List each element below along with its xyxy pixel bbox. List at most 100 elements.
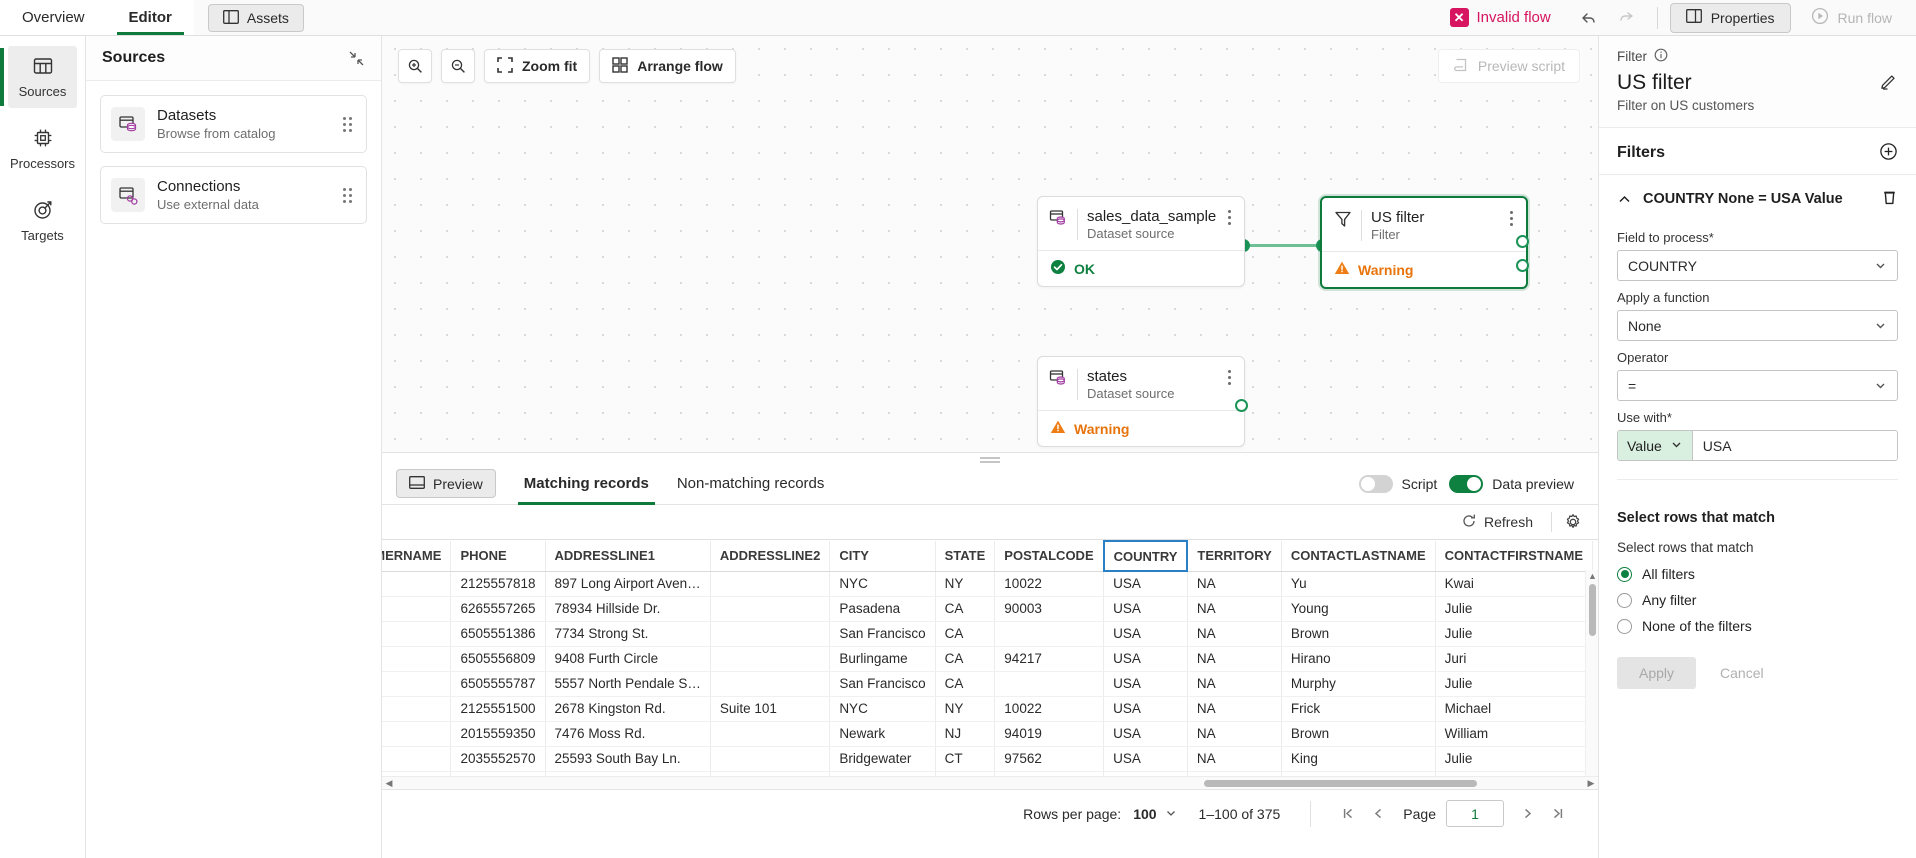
cancel-button[interactable]: Cancel (1706, 657, 1778, 689)
states-output-port[interactable] (1235, 399, 1248, 412)
rows-per-page-select[interactable]: 100 (1133, 806, 1176, 822)
scroll-track[interactable] (396, 777, 1584, 790)
use-with-value-input[interactable] (1692, 431, 1897, 460)
properties-button[interactable]: Properties (1669, 2, 1791, 33)
run-flow-button[interactable]: Run flow (1797, 3, 1906, 33)
script-toggle[interactable]: Script (1358, 474, 1438, 493)
node-menu-icon[interactable] (1507, 209, 1516, 228)
previous-page-button[interactable] (1363, 799, 1393, 829)
column-header-territory[interactable]: TERRITORY (1187, 541, 1282, 572)
run-flow-label: Run flow (1837, 9, 1892, 26)
scroll-right-arrow[interactable]: ▶ (1587, 777, 1595, 788)
use-with-mode-select[interactable]: Value (1618, 431, 1693, 460)
filter-output-port-nonmatch[interactable] (1516, 259, 1529, 272)
redo-button[interactable] (1611, 3, 1645, 33)
radio-indicator[interactable] (1617, 592, 1632, 608)
invalid-flow-status[interactable]: ✕ Invalid flow (1436, 8, 1565, 27)
zoom-out-button[interactable] (441, 49, 475, 83)
flow-node-states[interactable]: states Dataset source Warning (1037, 356, 1245, 447)
cell-contactlastname: Murphy (1281, 671, 1436, 697)
source-card-connections[interactable]: Connections Use external data (100, 166, 367, 224)
column-header-postalcode[interactable]: POSTALCODE (994, 541, 1105, 572)
horizontal-scroll-thumb[interactable] (1203, 779, 1478, 787)
column-header-state[interactable]: STATE (935, 541, 996, 572)
filter-output-port-match[interactable] (1516, 235, 1529, 248)
node-menu-icon[interactable] (1225, 368, 1234, 387)
add-filter-icon[interactable] (1879, 142, 1898, 164)
source-card-menu-icon[interactable] (343, 116, 356, 132)
node-menu-icon[interactable] (1225, 208, 1234, 227)
column-header-country[interactable]: COUNTRY (1102, 540, 1189, 572)
rail-item-processors[interactable]: Processors (8, 118, 77, 180)
assets-button[interactable]: Assets (207, 4, 304, 32)
source-card-datasets[interactable]: Datasets Browse from catalog (100, 95, 367, 153)
preview-script-button[interactable]: Preview script (1437, 49, 1580, 83)
column-header-phone[interactable]: PHONE (450, 541, 546, 572)
column-header-contactfirstname[interactable]: CONTACTFIRSTNAME (1435, 541, 1594, 572)
column-header-addressline2[interactable]: ADDRESSLINE2 (710, 541, 831, 572)
arrange-flow-button[interactable]: Arrange flow (599, 49, 736, 83)
flow-canvas[interactable]: Zoom fit Arrange flow Preview script (382, 36, 1598, 453)
radio-any-filter[interactable]: Any filter (1599, 587, 1916, 613)
column-header-contactlastname[interactable]: CONTACTLASTNAME (1281, 541, 1436, 572)
column-header-dealsize[interactable]: DEALSIZE (1592, 541, 1598, 572)
tab-non-matching-records[interactable]: Non-matching records (663, 463, 839, 505)
table-horizontal-scrollbar[interactable]: ◀ ▶ (382, 776, 1598, 789)
last-page-button[interactable] (1542, 799, 1572, 829)
data-preview-toggle-switch[interactable] (1449, 474, 1484, 493)
vertical-scroll-thumb[interactable] (1589, 584, 1596, 636)
table-row[interactable]: om626555726578934 Hillside Dr.PasadenaCA… (382, 596, 1598, 622)
tab-overview[interactable]: Overview (0, 0, 107, 35)
undo-button[interactable] (1571, 3, 1605, 33)
rail-item-targets[interactable]: Targets (8, 190, 77, 252)
column-header-addressline1[interactable]: ADDRESSLINE1 (545, 541, 711, 572)
radio-none-of-the-filters[interactable]: None of the filters (1599, 613, 1916, 639)
data-table-container[interactable]: CUSTOMERNAMEPHONEADDRESSLINE1ADDRESSLINE… (382, 539, 1598, 789)
gear-icon[interactable] (1558, 508, 1588, 536)
next-page-button[interactable] (1512, 799, 1542, 829)
data-preview-toggle[interactable]: Data preview (1449, 474, 1574, 493)
scroll-left-arrow[interactable]: ◀ (385, 777, 393, 788)
delete-filter-icon[interactable] (1881, 189, 1898, 209)
field-to-process-select[interactable]: COUNTRY (1617, 250, 1898, 281)
script-toggle-switch[interactable] (1358, 474, 1393, 493)
zoom-fit-button[interactable]: Zoom fit (484, 49, 591, 83)
panel-resize-handle[interactable] (382, 453, 1598, 463)
source-card-menu-icon[interactable] (343, 187, 356, 203)
apply-button[interactable]: Apply (1617, 657, 1697, 689)
table-vertical-scrollbar[interactable]: ▲ (1585, 570, 1598, 776)
radio-indicator[interactable] (1617, 618, 1632, 634)
collapse-panel-icon[interactable] (348, 50, 365, 67)
chevron-up-icon[interactable] (1617, 192, 1632, 207)
edit-pencil-icon[interactable] (1879, 72, 1898, 94)
flow-node-sales-data-sample[interactable]: sales_data_sample Dataset source OK (1037, 196, 1245, 287)
column-header-city[interactable]: CITY (829, 541, 936, 572)
scroll-up-arrow[interactable]: ▲ (1588, 571, 1597, 581)
tab-editor[interactable]: Editor (106, 0, 194, 35)
info-icon[interactable] (1654, 48, 1668, 65)
operator-select[interactable]: = (1617, 370, 1898, 401)
refresh-button[interactable]: Refresh (1449, 508, 1545, 536)
apply-function-select[interactable]: None (1617, 310, 1898, 341)
panel-actions: Apply Cancel (1599, 639, 1916, 707)
cell-customername: c. (382, 646, 452, 672)
first-page-button[interactable] (1333, 799, 1363, 829)
radio-all-filters[interactable]: All filters (1599, 561, 1916, 587)
column-header-customername[interactable]: CUSTOMERNAME (382, 541, 452, 572)
script-toggle-label: Script (1401, 475, 1438, 492)
flow-node-us-filter[interactable]: US filter Filter Warning (1320, 196, 1528, 289)
rail-item-sources[interactable]: Sources (0, 46, 77, 108)
page-number-input[interactable] (1446, 800, 1504, 827)
cell-postalcode: 10022 (994, 571, 1105, 597)
radio-indicator[interactable] (1617, 566, 1632, 582)
zoom-in-button[interactable] (398, 49, 432, 83)
tab-matching-records[interactable]: Matching records (510, 463, 663, 505)
preview-toggle-button[interactable]: Preview (396, 469, 496, 498)
